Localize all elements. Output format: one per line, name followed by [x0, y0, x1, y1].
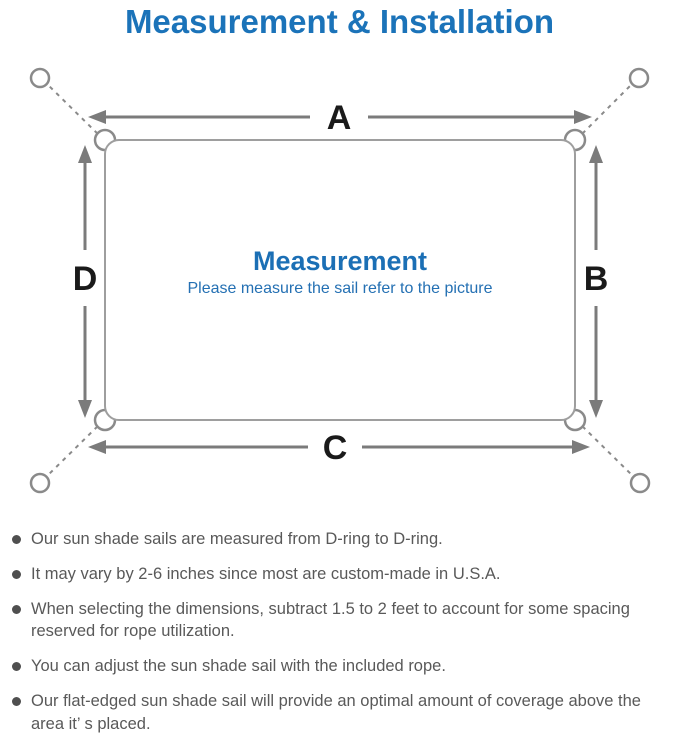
arrowhead-up-icon	[78, 145, 92, 163]
note-text: Our flat-edged sun shade sail will provi…	[31, 691, 641, 733]
diagram-center-title: Measurement	[253, 246, 427, 276]
arrowhead-left-icon	[88, 440, 106, 454]
dimension-label-c: C	[323, 429, 348, 467]
sail-outline	[104, 139, 576, 421]
list-item: It may vary by 2-6 inches since most are…	[12, 563, 673, 586]
bullet-icon	[12, 662, 21, 672]
bullet-icon	[12, 535, 21, 544]
dimension-label-a: A	[327, 99, 352, 137]
notes-list: Our sun shade sails are measured from D-…	[0, 528, 679, 739]
arrowhead-down-icon	[589, 400, 603, 418]
anchor-point-icon	[629, 472, 651, 494]
note-text: When selecting the dimensions, subtract …	[31, 599, 630, 641]
list-item: When selecting the dimensions, subtract …	[12, 598, 673, 644]
dimension-arrow-a	[88, 110, 592, 124]
arrowhead-right-icon	[574, 110, 592, 124]
list-item: Our sun shade sails are measured from D-…	[12, 528, 673, 551]
tension-line-bottom-right	[575, 419, 637, 480]
dimension-arrow-d	[78, 145, 92, 418]
dimension-label-d: D	[73, 260, 98, 298]
list-item: You can adjust the sun shade sail with t…	[12, 655, 673, 678]
tension-line-top-right	[575, 80, 636, 141]
bullet-icon	[12, 569, 21, 579]
note-text: You can adjust the sun shade sail with t…	[31, 657, 446, 676]
tension-line-top-left	[43, 80, 105, 141]
anchor-point-icon	[628, 67, 650, 89]
bullet-icon	[12, 696, 21, 706]
diagram-center-subtitle: Please measure the sail refer to the pic…	[187, 280, 492, 297]
anchor-point-icon	[29, 67, 51, 89]
dimension-arrow-c	[88, 440, 590, 454]
measurement-diagram: A B C D Measurement Please measure the s…	[29, 67, 651, 494]
dimension-label-b: B	[584, 260, 609, 298]
note-text: It may vary by 2-6 inches since most are…	[31, 564, 501, 583]
list-item: Our flat-edged sun shade sail will provi…	[12, 690, 673, 736]
bullet-icon	[12, 604, 21, 614]
anchor-point-icon	[29, 472, 51, 494]
dimension-arrow-b	[589, 145, 603, 418]
page-title: Measurement & Installation	[124, 3, 555, 40]
arrowhead-up-icon	[589, 145, 603, 163]
note-text: Our sun shade sails are measured from D-…	[31, 530, 443, 548]
anchor-points	[29, 67, 651, 494]
arrowhead-right-icon	[572, 440, 590, 454]
arrowhead-down-icon	[78, 400, 92, 418]
arrowhead-left-icon	[88, 110, 106, 124]
